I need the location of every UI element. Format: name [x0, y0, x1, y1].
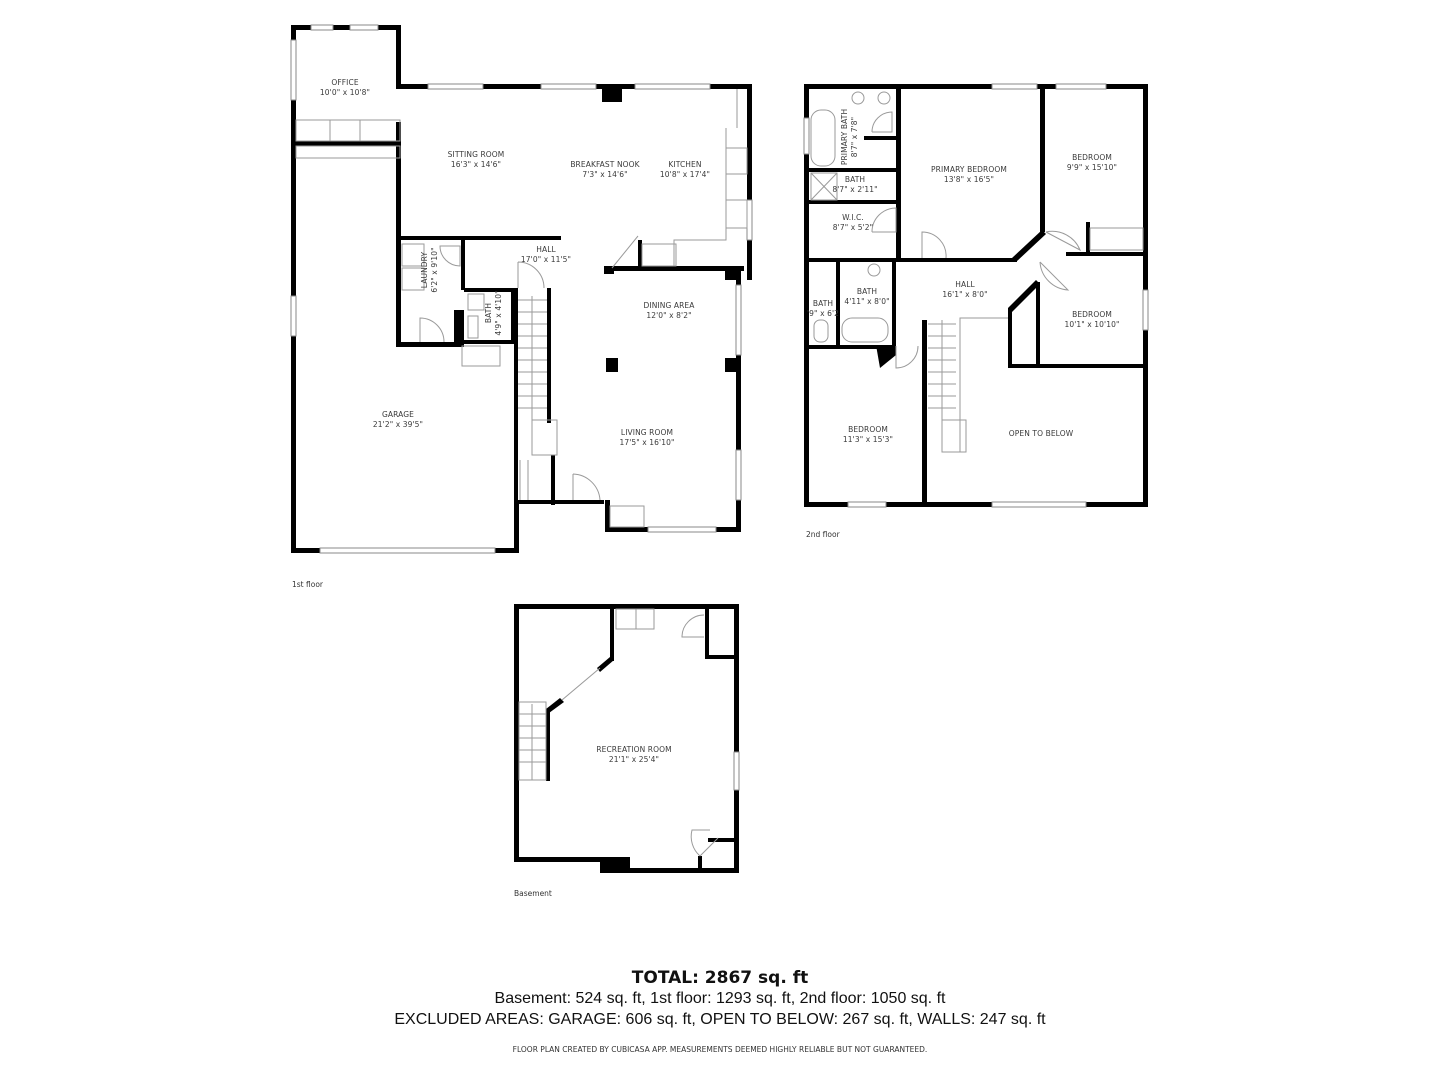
room-dims: 4'11" x 8'0" — [844, 297, 890, 306]
room-name: BATH — [812, 299, 834, 308]
room-name: KITCHEN — [668, 160, 702, 169]
room-name: LIVING ROOM — [620, 428, 674, 437]
basement-fixtures — [518, 608, 740, 857]
room-name: PRIMARY BEDROOM — [931, 165, 1007, 174]
room-name: PRIMARY BATH — [840, 108, 849, 166]
area-breakdown: Basement: 524 sq. ft, 1st floor: 1293 sq… — [494, 990, 946, 1007]
room-hall-second: HALL 16'1" x 8'0" — [942, 280, 987, 300]
room-dims: 17'5" x 16'10" — [619, 438, 675, 447]
room-dims: 21'1" x 25'4" — [608, 755, 660, 764]
room-recreation-room: RECREATION ROOM 21'1" x 25'4" — [596, 745, 671, 765]
room-dims: 16'1" x 8'0" — [942, 290, 988, 299]
room-dims: 17'0" x 11'5" — [520, 255, 572, 264]
room-dims: 10'0" x 10'8" — [319, 88, 371, 97]
room-name: BATH — [856, 287, 878, 296]
room-primary-bath: PRIMARY BATH 8'7" x 7'8" — [840, 109, 860, 165]
room-dims: 12'0" x 8'2" — [646, 311, 692, 320]
first-floor-walls — [291, 25, 752, 553]
total-area: TOTAL: 2867 sq. ft — [631, 968, 809, 988]
room-name: OFFICE — [331, 78, 359, 87]
room-bath-first: BATH 4'9" x 4'10" — [484, 290, 504, 335]
basement-walls — [514, 604, 739, 873]
first-floor-windows — [290, 24, 753, 554]
room-dims: 13'8" x 16'5" — [943, 175, 995, 184]
room-laundry: LAUNDRY 6'2" x 9'10" — [420, 247, 440, 292]
room-bedroom-sw: BEDROOM 11'3" x 15'3" — [843, 425, 893, 445]
excluded-areas: EXCLUDED AREAS: GARAGE: 606 sq. ft, OPEN… — [394, 1011, 1046, 1028]
second-floor-fixtures — [810, 91, 1144, 453]
room-kitchen: KITCHEN 10'8" x 17'4" — [660, 160, 710, 180]
room-hall: HALL 17'0" x 11'5" — [521, 245, 571, 265]
room-living-room: LIVING ROOM 17'5" x 16'10" — [619, 428, 674, 448]
room-dims: '9" x 6'2 — [807, 309, 839, 318]
room-bath-primary-wc: BATH 8'7" x 2'11" — [832, 175, 877, 195]
room-office: OFFICE 10'0" x 10'8" — [320, 78, 370, 98]
room-dims: 6'2" x 9'10" — [430, 247, 439, 293]
room-bath-small: BATH '9" x 6'2 — [807, 299, 839, 319]
room-name: DINING AREA — [643, 301, 695, 310]
room-dims: 8'7" x 5'2" — [832, 223, 874, 232]
room-name: LAUNDRY — [420, 251, 429, 289]
room-dims: 11'3" x 15'3" — [842, 435, 894, 444]
room-name: HALL — [955, 280, 975, 289]
room-dims: 21'2" x 39'5" — [372, 420, 424, 429]
room-sitting-room: SITTING ROOM 16'3" x 14'6" — [448, 150, 505, 170]
room-name: W.I.C. — [842, 213, 864, 222]
room-name: RECREATION ROOM — [596, 745, 672, 754]
room-name: BEDROOM — [848, 425, 888, 434]
room-dims: 16'3" x 14'6" — [450, 160, 502, 169]
room-dims: 4'9" x 4'10" — [494, 290, 503, 336]
room-name: BEDROOM — [1072, 310, 1112, 319]
room-dims: 7'3" x 14'6" — [582, 170, 628, 179]
floor-label-first: 1st floor — [292, 580, 323, 589]
floor-label-second: 2nd floor — [806, 530, 840, 539]
room-name: OPEN TO BELOW — [1008, 429, 1074, 438]
room-dining-area: DINING AREA 12'0" x 8'2" — [644, 301, 695, 321]
room-open-to-below: OPEN TO BELOW — [1009, 429, 1073, 439]
room-name: BREAKFAST NOOK — [570, 160, 640, 169]
room-garage: GARAGE 21'2" x 39'5" — [373, 410, 423, 430]
room-walk-in-closet: W.I.C. 8'7" x 5'2" — [833, 213, 873, 233]
room-bath-hall: BATH 4'11" x 8'0" — [844, 287, 889, 307]
room-name: SITTING ROOM — [447, 150, 505, 159]
second-floor-windows — [803, 83, 1149, 508]
room-dims: 8'7" x 7'8" — [850, 116, 859, 158]
room-bedroom-ne: BEDROOM 9'9" x 15'10" — [1067, 153, 1117, 173]
room-bedroom-east: BEDROOM 10'1" x 10'10" — [1064, 310, 1119, 330]
room-name: BATH — [484, 302, 493, 324]
room-dims: 10'1" x 10'10" — [1064, 320, 1120, 329]
room-breakfast-nook: BREAKFAST NOOK 7'3" x 14'6" — [570, 160, 639, 180]
first-floor-fixtures — [295, 89, 748, 528]
room-dims: 8'7" x 2'11" — [832, 185, 878, 194]
room-name: BATH — [844, 175, 866, 184]
floor-label-basement: Basement — [514, 889, 552, 898]
room-dims: 9'9" x 15'10" — [1066, 163, 1118, 172]
room-dims: 10'8" x 17'4" — [659, 170, 711, 179]
disclaimer: FLOOR PLAN CREATED BY CUBICASA APP. MEAS… — [512, 1045, 928, 1054]
room-name: GARAGE — [381, 410, 414, 419]
room-primary-bedroom: PRIMARY BEDROOM 13'8" x 16'5" — [931, 165, 1007, 185]
room-name: BEDROOM — [1072, 153, 1112, 162]
room-name: HALL — [536, 245, 556, 254]
